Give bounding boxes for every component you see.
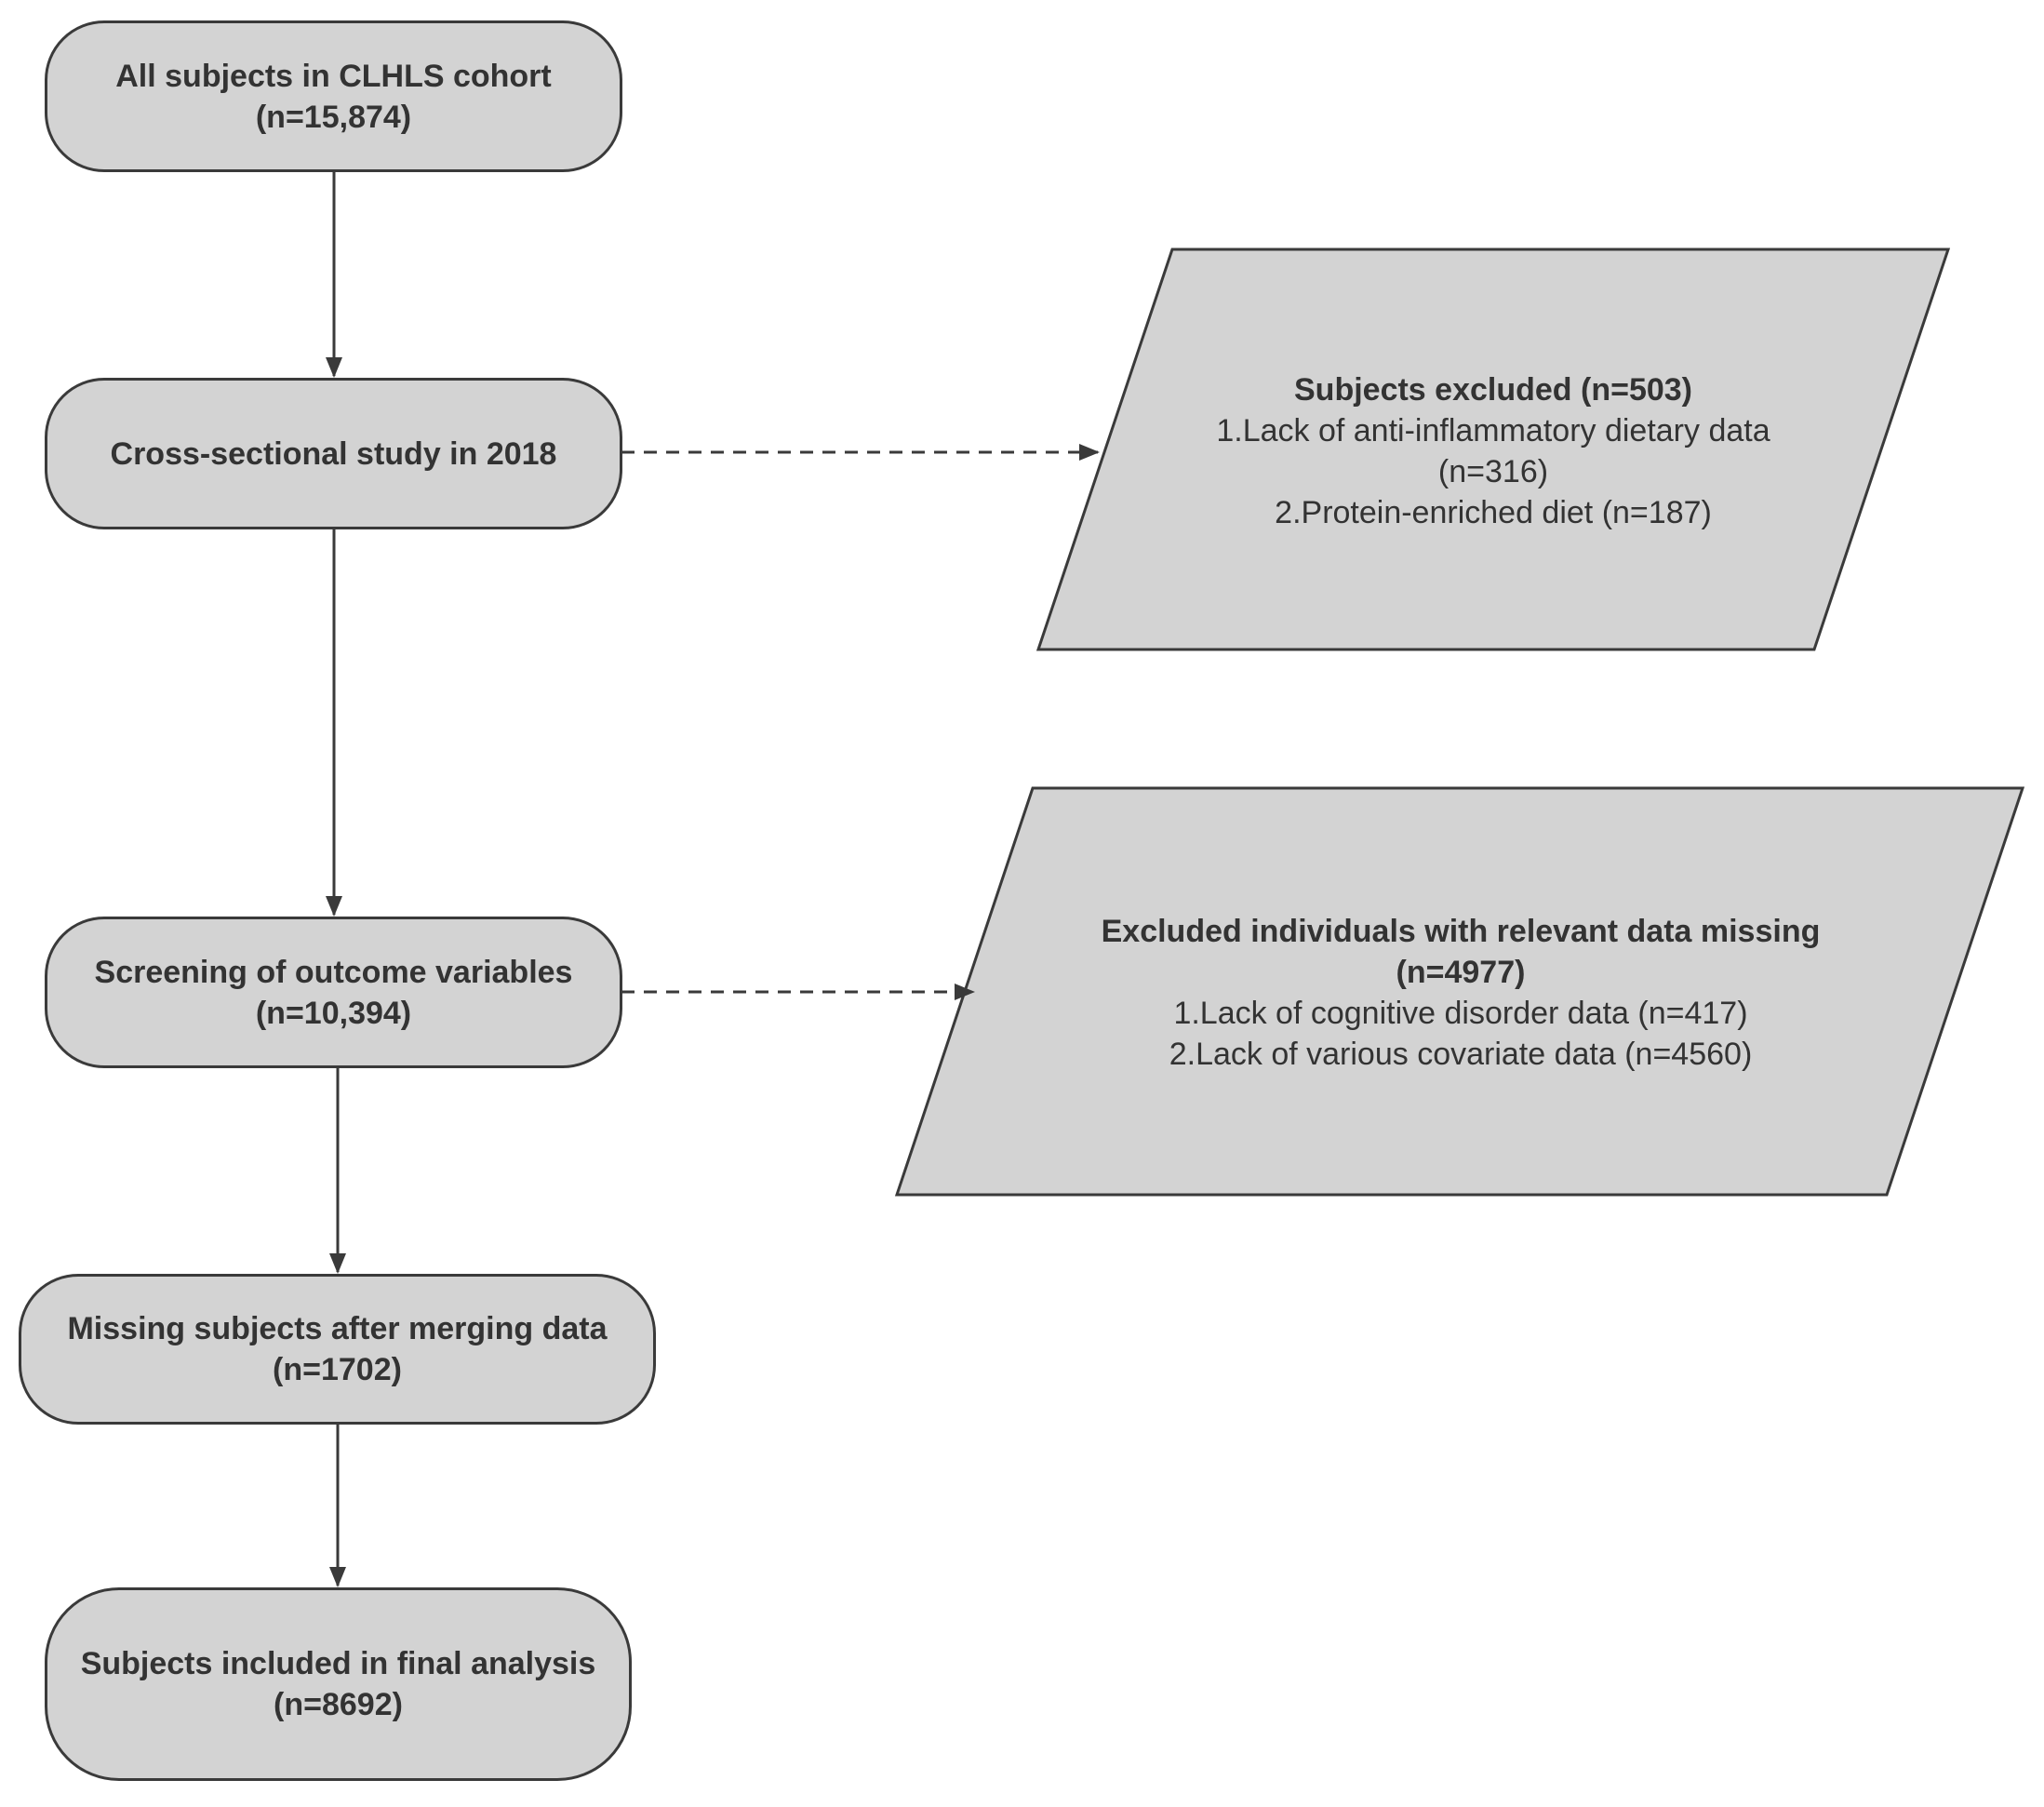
node-all-subjects-line1: All subjects in CLHLS cohort [115, 58, 552, 94]
node-screening-line2: (n=10,394) [255, 995, 412, 1031]
exclusion-box-1-shape [1035, 248, 1951, 651]
exclusion-1-item2: 2.Protein-enriched diet (n=187) [1275, 495, 1712, 530]
node-cross-sectional-line1: Cross-sectional study in 2018 [110, 435, 557, 472]
node-missing-merge-line2: (n=1702) [273, 1352, 402, 1387]
node-cross-sectional: Cross-sectional study in 2018 [45, 378, 622, 529]
exclusion-box-2: Excluded individuals with relevant data … [1042, 895, 1879, 1091]
node-screening: Screening of outcome variables (n=10,394… [45, 917, 622, 1068]
exclusion-2-heading-a: Excluded individuals with relevant data … [1101, 914, 1821, 949]
exclusion-2-item2: 2.Lack of various covariate data (n=4560… [1169, 1037, 1753, 1072]
exclusion-2-item1: 1.Lack of cognitive disorder data (n=417… [1173, 996, 1748, 1031]
node-final-line2: (n=8692) [274, 1687, 403, 1722]
exclusion-box-2-shape [894, 786, 2025, 1197]
node-final-line1: Subjects included in final analysis [80, 1646, 596, 1681]
exclusion-2-heading-b: (n=4977) [1396, 955, 1526, 990]
node-missing-merge: Missing subjects after merging data (n=1… [19, 1274, 656, 1425]
node-screening-line1: Screening of outcome variables [94, 954, 573, 990]
exclusion-1-item1a: 1.Lack of anti-inflammatory dietary data [1216, 413, 1770, 448]
exclusion-1-item1b: (n=316) [1437, 454, 1549, 489]
node-missing-merge-line1: Missing subjects after merging data [67, 1311, 608, 1346]
node-all-subjects-line2: (n=15,874) [255, 99, 412, 135]
exclusion-box-1: Subjects excluded (n=503) 1.Lack of anti… [1144, 354, 1842, 549]
node-final: Subjects included in final analysis (n=8… [45, 1587, 632, 1781]
node-all-subjects: All subjects in CLHLS cohort (n=15,874) [45, 20, 622, 172]
exclusion-1-heading: Subjects excluded (n=503) [1294, 372, 1692, 408]
